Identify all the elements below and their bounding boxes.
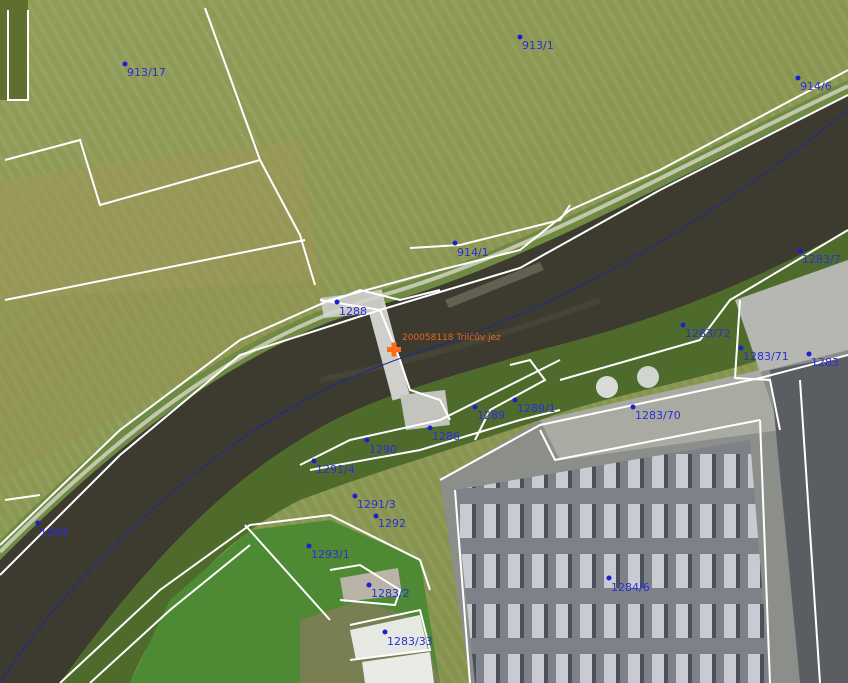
parcel-marker[interactable]: 914/1 [452, 240, 489, 260]
parcel-marker[interactable]: 1290 [364, 437, 398, 457]
svg-text:1288: 1288 [339, 305, 367, 318]
parcel-marker[interactable]: 1291/3 [352, 493, 396, 512]
parcel-marker[interactable]: 1292 [373, 513, 407, 531]
svg-text:1283/72: 1283/72 [685, 327, 731, 340]
svg-text:1290: 1290 [369, 443, 397, 456]
svg-text:1283/2: 1283/2 [371, 587, 410, 600]
svg-text:1283/7: 1283/7 [802, 253, 841, 266]
svg-text:1283/71: 1283/71 [743, 350, 789, 363]
parcel-marker[interactable]: 914/6 [795, 75, 832, 94]
parcel-marker[interactable]: 1283/72 [680, 322, 731, 341]
storage-tank [637, 366, 659, 388]
parcel-marker[interactable]: 1291/4 [311, 458, 355, 477]
svg-text:913/17: 913/17 [127, 66, 166, 79]
svg-text:914/6: 914/6 [800, 80, 832, 93]
parcel-marker[interactable]: 1284/6 [606, 575, 650, 595]
parcel-marker[interactable]: 913/17 [122, 61, 166, 80]
svg-text:1286: 1286 [432, 430, 460, 443]
svg-text:1292: 1292 [378, 517, 406, 530]
svg-text:1283: 1283 [811, 356, 839, 369]
svg-text:1291/4: 1291/4 [316, 463, 355, 476]
weir-poi-label: 200058118 Trilčův jez [402, 332, 501, 343]
parcel-marker[interactable]: 1286 [427, 425, 461, 444]
parcel-marker[interactable]: 1283 [806, 351, 840, 370]
weir-poi-marker[interactable]: 200058118 Trilčův jez [387, 332, 501, 357]
parcel-marker[interactable]: 1283/70 [630, 404, 681, 423]
svg-text:1291/3: 1291/3 [357, 498, 396, 511]
field-parcel-913-17 [0, 140, 320, 300]
parcel-marker[interactable]: 1283/71 [738, 345, 789, 364]
parcel-marker[interactable]: 1288 [334, 299, 368, 319]
south-riverbank [60, 230, 848, 683]
svg-text:1283/33: 1283/33 [387, 635, 433, 648]
river-water [0, 95, 848, 683]
svg-text:1289/1: 1289/1 [517, 402, 556, 415]
parcel-marker[interactable]: 1294 [35, 520, 69, 540]
parcel-marker[interactable]: 913/1 [517, 34, 554, 53]
svg-text:913/1: 913/1 [522, 39, 554, 52]
svg-text:1284/6: 1284/6 [611, 581, 650, 594]
parcel-marker[interactable]: 1283/2 [366, 582, 410, 601]
parcel-marker[interactable]: 1289 [472, 404, 506, 423]
parcel-labels: 913/17 913/1 914/6 914/1 1283/7 1288 128… [35, 34, 841, 649]
weir-structure [364, 289, 410, 401]
factory-hall-roof [455, 440, 770, 683]
tree-strip [0, 0, 28, 100]
parcel-marker[interactable]: 1293/1 [306, 543, 350, 562]
svg-text:1294: 1294 [40, 526, 68, 539]
svg-text:914/1: 914/1 [457, 246, 489, 259]
river-axis-line [0, 109, 848, 683]
parcel-marker[interactable]: 1289/1 [512, 397, 556, 416]
parcel-marker[interactable]: 1283/7 [797, 248, 841, 267]
svg-text:1289: 1289 [477, 409, 505, 422]
parcel-boundaries [0, 7, 848, 683]
svg-text:1293/1: 1293/1 [311, 548, 350, 561]
parcel-marker[interactable]: 1283/33 [382, 629, 433, 649]
storage-tank [596, 376, 618, 398]
svg-text:1283/70: 1283/70 [635, 409, 681, 422]
